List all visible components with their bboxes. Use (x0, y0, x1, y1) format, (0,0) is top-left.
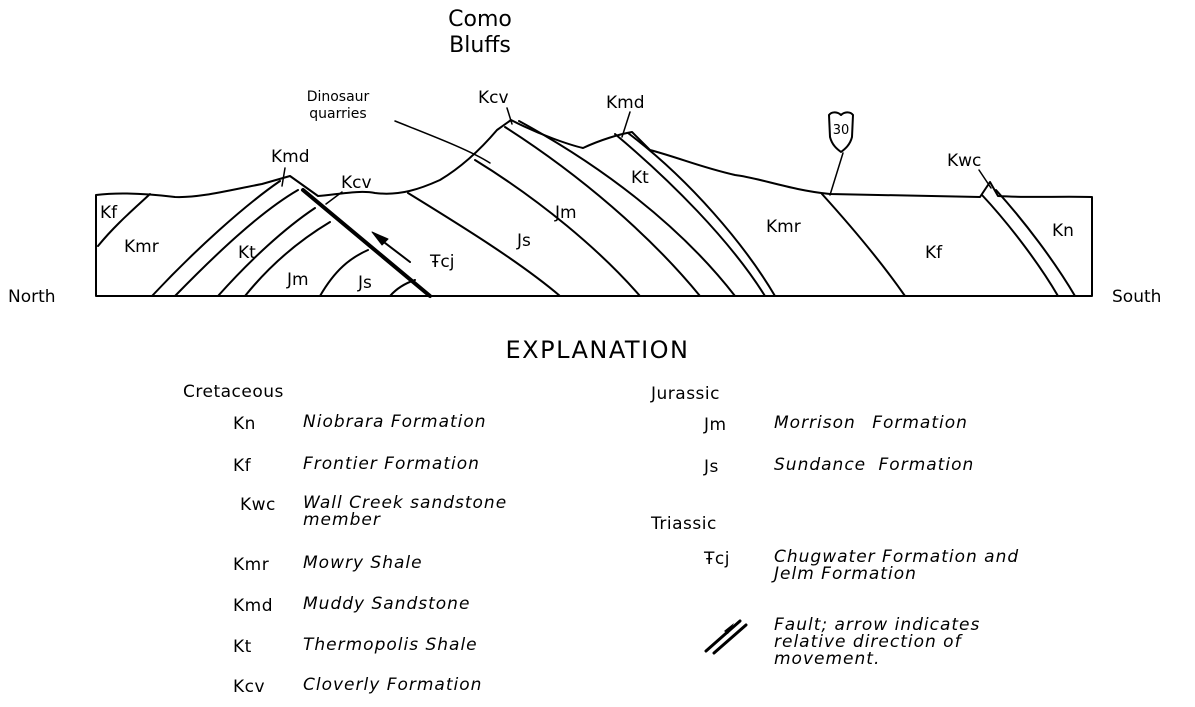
contact-kf-kmr (97, 193, 151, 247)
place-title-line1: Como (448, 7, 512, 32)
geologic-cross-section: Como Bluffs Dinosaur quarries 30 North S… (8, 7, 1161, 307)
legend-code: Jm (704, 415, 727, 435)
legend-desc: Chugwater Formation and Jelm Formation (774, 549, 1019, 583)
legend-item-kmr: Kmr Mowry Shale (233, 553, 423, 576)
legend-code: Kcv (233, 677, 266, 697)
contact-kmd-kt (174, 189, 299, 297)
legend-heading-triassic: Triassic (651, 514, 717, 534)
legend-desc-line: Fault; arrow indicates (774, 615, 981, 635)
legend-item-kf: Kf Frontier Formation (233, 454, 480, 477)
unit-label-js-north: Js (357, 273, 372, 293)
leader-kcv-c (506, 107, 513, 125)
contact-kmr-kf (821, 193, 906, 297)
legend-desc: Wall Creek sandstone member (303, 495, 507, 529)
unit-label-jm-center: Jm (554, 203, 577, 223)
legend-code: Ŧcj (704, 549, 730, 569)
unit-label-kcv-north: Kcv (341, 173, 372, 193)
leader-kmd-n (281, 167, 286, 187)
contact-jm-js (319, 249, 369, 297)
legend-desc: Muddy Sandstone (303, 594, 471, 614)
legend-item-fault: Fault; arrow indicates relative directio… (700, 617, 980, 668)
contact-kt-kmd (614, 133, 766, 297)
fault-line (301, 188, 432, 298)
leader-route (829, 152, 844, 196)
legend-code: Kt (233, 637, 252, 657)
legend-desc: Mowry Shale (303, 553, 423, 573)
leader-kwc (978, 169, 992, 189)
unit-label-kmd-north: Kmd (271, 147, 310, 167)
contact-jm-kcv-b (504, 126, 701, 297)
route-shield-number: 30 (833, 123, 850, 138)
contact-jm-kcv-a (474, 159, 641, 297)
legend-item-kn: Kn Niobrara Formation (233, 412, 487, 435)
unit-label-kf-north: Kf (100, 203, 118, 223)
unit-label-js-center: Js (516, 231, 531, 251)
legend-desc: Niobrara Formation (303, 412, 487, 432)
leader-kcv-n (325, 191, 343, 205)
unit-label-kf-south: Kf (925, 243, 943, 263)
legend-heading-jurassic: Jurassic (651, 384, 720, 404)
legend-desc: Sundance Formation (774, 455, 975, 475)
legend-desc-line: Jelm Formation (774, 564, 917, 584)
unit-label-kt-south: Kt (631, 168, 649, 188)
legend-item-kt: Kt Thermopolis Shale (233, 635, 478, 658)
legend-code: Kn (233, 414, 256, 434)
contact-js-jm (407, 192, 561, 297)
legend-desc: Morrison Formation (774, 413, 968, 433)
unit-label-jm-north: Jm (286, 270, 309, 290)
legend-heading-cretaceous: Cretaceous (183, 382, 284, 402)
explanation-title: EXPLANATION (505, 336, 690, 364)
unit-label-kmd-south: Kmd (606, 93, 645, 113)
legend-desc-line: Chugwater Formation and (774, 547, 1020, 567)
contact-kcv-kt (518, 120, 736, 297)
legend-item-kwc: Kwc Wall Creek sandstone member (240, 495, 507, 529)
unit-label-kn: Kn (1052, 221, 1074, 241)
contact-kwc-kn (995, 189, 1076, 297)
unit-label-kt-north: Kt (238, 243, 256, 263)
direction-north: North (8, 287, 56, 307)
contact-kf-kwc (981, 194, 1059, 297)
legend-desc: Fault; arrow indicates relative directio… (774, 617, 980, 668)
legend-code: Kwc (240, 495, 276, 515)
unit-label-kmr-south: Kmr (766, 217, 801, 237)
legend-item-jm: Jm Morrison Formation (704, 413, 968, 436)
legend-desc: Frontier Formation (303, 454, 480, 474)
legend-desc: Cloverly Formation (303, 675, 483, 695)
contact-kt-kcv (217, 207, 316, 297)
unit-label-kcv-center: Kcv (478, 88, 509, 108)
legend-desc-line: relative direction of (774, 632, 962, 652)
legend-item-trcj: Ŧcj Chugwater Formation and Jelm Formati… (704, 549, 1019, 583)
legend-desc-line: movement. (774, 649, 881, 669)
legend-item-js: Js Sundance Formation (704, 455, 975, 478)
section-outline (95, 119, 1093, 297)
legend-code: Kmd (233, 596, 273, 616)
leader-quarries (394, 120, 491, 164)
legend-code: Kf (233, 456, 252, 476)
direction-south: South (1112, 287, 1161, 307)
legend-item-kmd: Kmd Muddy Sandstone (233, 594, 471, 617)
unit-label-kmr-north: Kmr (124, 237, 159, 257)
fault-arrow-head (371, 231, 389, 246)
legend-desc: Thermopolis Shale (303, 635, 478, 655)
leader-kmd-s (621, 111, 631, 138)
legend-item-kcv: Kcv Cloverly Formation (233, 675, 483, 698)
contact-kcv-jm (244, 221, 331, 297)
route-shield-icon (828, 111, 854, 153)
contact-kmr-kmd (151, 180, 281, 297)
unit-label-kwc: Kwc (947, 151, 981, 171)
unit-label-trcj: Ŧcj (429, 252, 454, 272)
legend-desc-line: member (303, 510, 381, 530)
place-title-line2: Bluffs (449, 33, 511, 58)
legend-code: Kmr (233, 555, 270, 575)
contact-kmd-kmr (627, 132, 776, 297)
fault-arrow-icon (700, 617, 770, 662)
quarries-label-line1: Dinosaur (307, 89, 370, 105)
legend-code: Js (704, 457, 719, 477)
legend-desc-line: Wall Creek sandstone (303, 493, 508, 513)
quarries-label-line2: quarries (309, 106, 366, 122)
